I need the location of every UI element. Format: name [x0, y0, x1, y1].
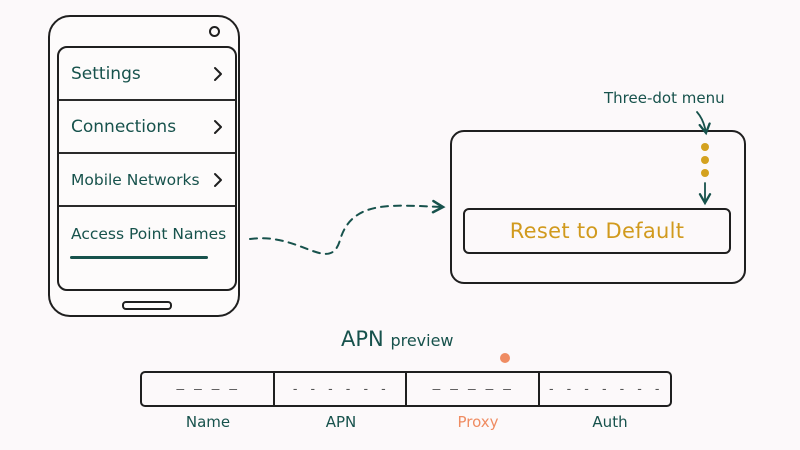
- highlight-underline: [70, 256, 208, 259]
- phone-frame: [48, 15, 240, 317]
- menu-item-label: Connections: [71, 116, 177, 137]
- reset-to-default-button[interactable]: Reset to Default: [463, 208, 731, 254]
- three-dot-menu-annotation: Three-dot menu: [604, 89, 725, 107]
- menu-dot[interactable]: [701, 156, 709, 164]
- field-label-auth: Auth: [592, 413, 628, 431]
- menu-item-label: Access Point Names: [71, 224, 227, 243]
- menu-item-settings[interactable]: Settings: [59, 48, 235, 101]
- apn-title-sub: preview: [390, 331, 454, 350]
- apn-field-apn[interactable]: - - - - - -: [275, 373, 407, 405]
- field-label-apn: APN: [325, 413, 357, 431]
- chevron-right-icon: [214, 66, 222, 81]
- menu-dot[interactable]: [701, 143, 709, 151]
- apn-field-strip: — — — — - - - - - - — — — — — - - - - - …: [140, 371, 672, 407]
- flow-arrow: [249, 199, 446, 255]
- menu-item-label: Mobile Networks: [71, 170, 200, 189]
- menu-item-label: Settings: [71, 63, 141, 84]
- field-label-proxy: Proxy: [457, 413, 499, 431]
- settings-panel: [450, 130, 746, 284]
- apn-title-main: APN: [341, 327, 384, 351]
- highlight-dot: [500, 353, 510, 363]
- chevron-right-icon: [214, 119, 222, 134]
- menu-dot[interactable]: [701, 169, 709, 177]
- chevron-right-icon: [214, 172, 222, 187]
- apn-preview-title: APN preview: [341, 327, 454, 351]
- field-label-name: Name: [185, 413, 231, 431]
- apn-field-proxy[interactable]: — — — — —: [407, 373, 540, 405]
- apn-field-auth[interactable]: - - - - - - -: [547, 381, 663, 397]
- menu-item-connections[interactable]: Connections: [59, 101, 235, 154]
- phone-screen: Settings Connections Mobile Networks Acc…: [57, 46, 237, 291]
- menu-item-access-point-names[interactable]: Access Point Names: [59, 207, 235, 260]
- camera-icon: [209, 26, 220, 37]
- speaker-icon: [122, 301, 172, 310]
- apn-field-name[interactable]: — — — —: [142, 373, 275, 405]
- menu-item-mobile-networks[interactable]: Mobile Networks: [59, 154, 235, 207]
